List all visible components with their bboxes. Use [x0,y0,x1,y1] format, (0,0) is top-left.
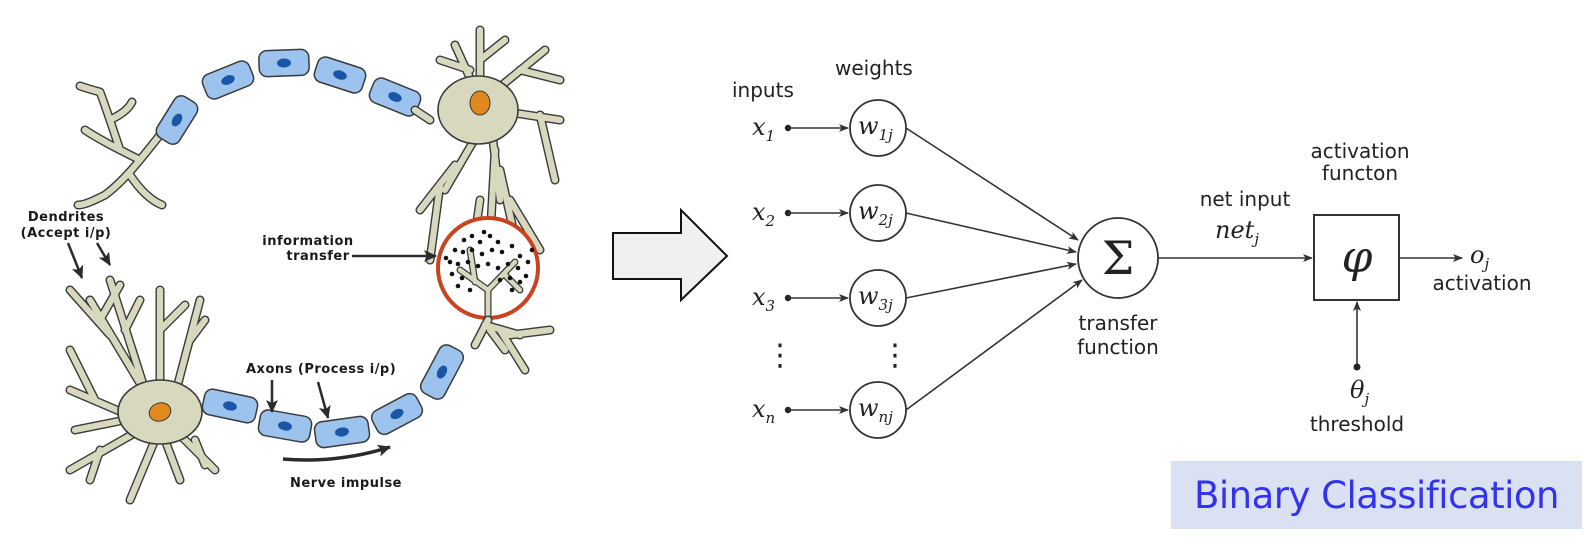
net-input-label: net input [1200,187,1291,211]
weight-variable: wnj [858,394,893,426]
input-variable: xn [752,395,775,427]
input-row: x3 w3j [752,261,1077,327]
activation-function-sublabel: functon [1322,161,1398,185]
input-variable: x1 [752,113,775,145]
dendrites-sublabel: (Accept i/p) [21,226,112,241]
neurotransmitter-dot [517,279,523,285]
axons-label: Axons (Process i/p) [246,362,396,377]
neurotransmitter-dot [499,249,505,255]
input-row: xn wnj [752,279,1083,439]
nerve-impulse-label: Nerve impulse [290,476,402,491]
neurotransmitter-dot [485,261,491,267]
input-rows: x1 w1j x2 w2j x3 w3j xn wnj [752,99,1083,439]
right-block-arrow-icon [612,207,729,303]
neurotransmitter-dot [455,283,461,289]
lower-axon-myelin [201,344,465,449]
activation-function-box [1313,214,1400,301]
weights-label: weights [835,56,913,80]
neurotransmitter-dot [509,287,515,293]
neurotransmitter-dot [525,259,531,265]
transfer-function-label: function [1077,335,1159,359]
neurotransmitter-dots [443,229,535,293]
activation-function-label: activation [1310,139,1409,163]
weight-variable: w2j [858,197,893,229]
neurotransmitter-dot [481,229,487,235]
weight-variable: w3j [858,282,893,314]
neurotransmitter-dot [489,247,495,253]
neurotransmitter-dot [469,233,475,239]
neurotransmitter-dot [479,251,485,257]
threshold-variable: θj [1350,376,1369,408]
neurotransmitter-dot [447,259,453,265]
soma-nucleus [469,90,491,116]
dendrites-pointer-arrow [66,242,84,279]
neurotransmitter-dot [507,275,513,281]
neurotransmitter-dot [475,263,481,269]
threshold-label: threshold [1310,412,1404,436]
input-variable: x2 [752,198,775,230]
inputs-ellipsis: ⋮ [765,338,795,373]
caption-text: Binary Classification [1194,473,1559,517]
neurotransmitter-dot [459,275,465,281]
axons-pointer-arrow [316,381,331,419]
transfer-label: transfer [1079,311,1159,335]
neurotransmitter-dot [455,261,461,267]
neurotransmitter-dot [477,239,483,245]
dendrites-label: Dendrites [28,210,104,225]
neurotransmitter-dot [443,255,449,261]
dendrites-pointer-arrow [95,242,112,266]
nerve-impulse-arrow [282,444,391,462]
weight-variable: w1j [858,112,893,144]
input-row: x1 w1j [752,99,1079,241]
threshold-dot [1353,363,1361,371]
neurotransmitter-dot [460,249,466,255]
neurotransmitter-dot [517,253,523,259]
neurotransmitter-dot [495,265,501,271]
neurotransmitter-dot [465,259,471,265]
neurotransmitter-dot [523,273,529,279]
neurotransmitter-dot [487,233,493,239]
lower-right-dendrites [470,315,555,375]
neurotransmitter-dot [509,243,515,249]
neurotransmitter-dot [497,277,503,283]
lower-left-neuron-soma [65,275,220,505]
neurotransmitter-dot [467,287,473,293]
neurotransmitter-dot [452,247,458,253]
input-variable: x3 [752,283,775,315]
biological-neuron-illustration: Dendrites (Accept i/p) information trans… [21,25,565,505]
neurotransmitter-dot [449,271,455,277]
synapse-zoom-circle [436,216,540,324]
binary-classification-caption: Binary Classification [1171,461,1582,529]
weight-to-sum-arrow [905,279,1083,411]
upper-axon-myelin [155,48,422,145]
neurotransmitter-dot [495,239,501,245]
neurotransmitter-dot [529,247,535,253]
neurotransmitter-dot [505,261,511,267]
inputs-label: inputs [732,78,794,102]
neurotransmitter-dot [461,237,467,243]
net-variable: netj [1215,216,1259,248]
weight-to-sum-arrow [905,127,1079,241]
soma-nucleus [148,402,172,422]
weight-to-sum-arrow [905,261,1077,299]
output-activation-label: activation [1432,271,1531,295]
info-transfer-sublabel: transfer [286,249,349,264]
weights-ellipsis: ⋮ [880,338,910,373]
neurotransmitter-dot [515,265,521,271]
sigma-symbol: Σ [1102,231,1135,285]
weight-to-sum-arrow [905,212,1077,254]
output-variable: oj [1470,241,1489,273]
info-transfer-label: information [262,234,353,249]
neurotransmitter-dot [469,247,475,253]
phi-symbol: φ [1342,232,1373,283]
input-row: x2 w2j [752,184,1077,254]
upper-axon-terminal [73,81,167,210]
